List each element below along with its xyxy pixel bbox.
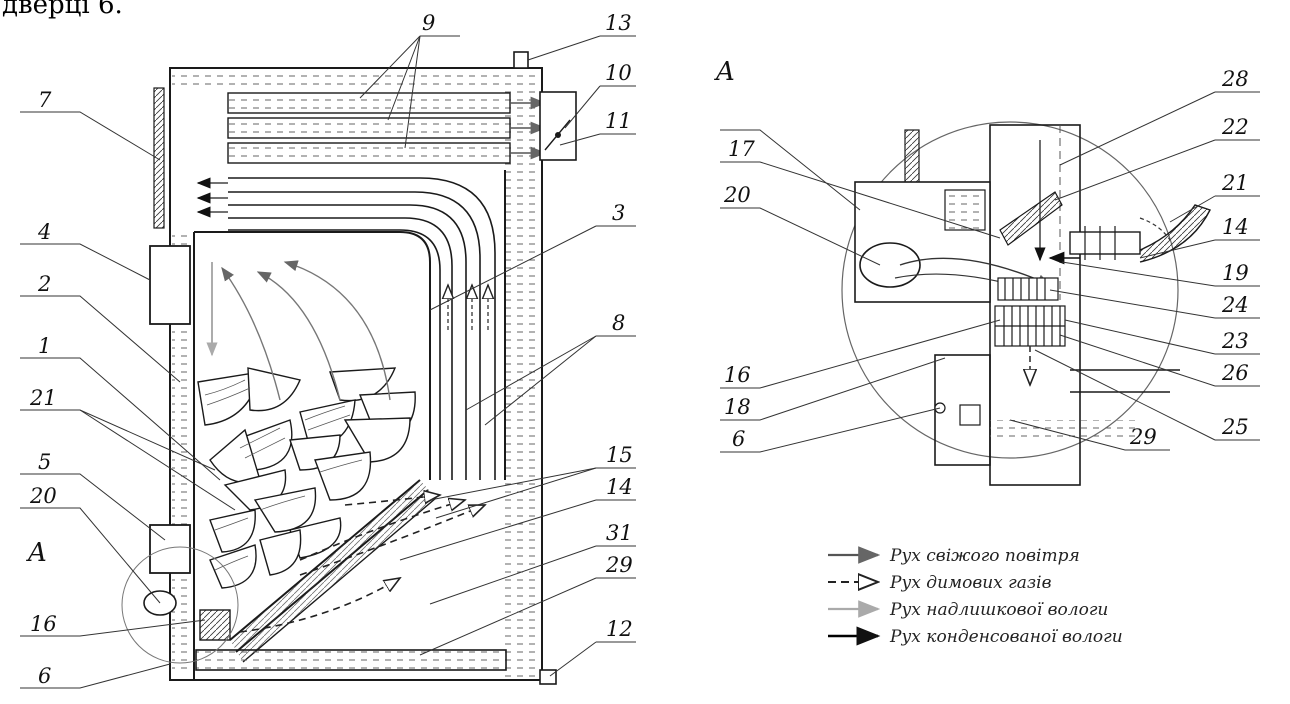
bent-flue-tubes	[196, 177, 496, 480]
front-panel-7	[153, 87, 165, 229]
detail-callout-23: 23	[1221, 329, 1249, 353]
callout-11: 11	[605, 109, 632, 133]
condensate-tray-29	[195, 649, 507, 671]
callout-3: 3	[612, 201, 625, 225]
main-section-view: A	[26, 51, 577, 685]
legend-item-smoke-gases: Рух димових газів	[828, 573, 1052, 593]
legend-item-condensed-moisture: Рух конденсованої вологи	[828, 626, 1123, 647]
main-leader-lines	[20, 35, 636, 689]
inlet-nozzle-12	[539, 669, 557, 685]
callout-29: 29	[605, 553, 633, 577]
callout-4: 4	[37, 220, 51, 244]
legend-label-excess-moisture: Рух надлишкової вологи	[889, 600, 1108, 620]
detail-callout-6: 6	[732, 427, 745, 451]
legend-item-excess-moisture: Рух надлишкової вологи	[828, 600, 1108, 620]
legend-label-condensed-moisture: Рух конденсованої вологи	[889, 627, 1123, 647]
detail-callout-21: 21	[1221, 171, 1249, 195]
callout-20: 20	[29, 484, 57, 508]
legend-item-fresh-air: Рух свіжого повітря	[828, 546, 1080, 566]
detail-a-marker-circle	[121, 546, 239, 664]
legend-label-fresh-air: Рух свіжого повітря	[889, 546, 1080, 566]
callout-21: 21	[29, 386, 57, 410]
callout-15: 15	[606, 443, 633, 467]
callout-10: 10	[605, 61, 632, 85]
callout-12: 12	[606, 617, 633, 641]
detail-callout-28: 28	[1221, 67, 1249, 91]
callout-8: 8	[612, 311, 625, 335]
ash-door-5	[149, 524, 191, 574]
callout-5: 5	[38, 450, 51, 474]
callout-2: 2	[37, 272, 51, 296]
detail-callouts: 28 17 22 20 21 14 19 24 16 23 18 26 6 25…	[723, 67, 1249, 451]
header-text-fragment: дверці 6.	[2, 0, 123, 20]
detail-leader-lines	[720, 91, 1260, 453]
water-jacket-top	[172, 70, 540, 90]
detail-view-a: A	[714, 57, 1211, 486]
callout-9: 9	[422, 11, 435, 35]
callout-16: 16	[30, 612, 57, 636]
outlet-nozzle-13	[513, 51, 529, 69]
detail-a-marker-label: A	[26, 538, 47, 568]
callout-1: 1	[38, 334, 51, 358]
grate-16	[199, 609, 231, 641]
main-callouts: 9 13 7 10 11 4 3 2 8 1 21 15 5 14 20 31 …	[29, 11, 633, 688]
callout-13: 13	[605, 11, 632, 35]
detail-callout-25: 25	[1221, 415, 1249, 439]
detail-callout-14: 14	[1222, 215, 1249, 239]
detail-callout-16: 16	[724, 363, 751, 387]
loading-door-4	[149, 245, 191, 325]
detail-callout-26: 26	[1221, 361, 1249, 385]
callout-14: 14	[606, 475, 633, 499]
detail-callout-18: 18	[724, 395, 751, 419]
callout-31: 31	[606, 521, 633, 545]
firewood-logs	[197, 367, 416, 589]
legend-label-smoke-gases: Рух димових газів	[889, 573, 1052, 593]
detail-callout-17: 17	[728, 137, 755, 161]
inclined-chute	[229, 479, 437, 663]
detail-callout-29: 29	[1129, 425, 1157, 449]
callout-6: 6	[38, 664, 51, 688]
flue-gas-flow-arrows	[206, 260, 485, 633]
detail-callout-20: 20	[723, 183, 751, 207]
detail-callout-24: 24	[1221, 293, 1249, 317]
detail-grate	[994, 277, 1066, 347]
detail-callout-22: 22	[1221, 115, 1249, 139]
callout-7: 7	[38, 88, 52, 112]
legend: Рух свіжого повітря Рух димових газів Ру…	[828, 546, 1123, 647]
detail-view-circle	[841, 121, 1179, 459]
detail-view-title: A	[714, 57, 735, 87]
detail-callout-19: 19	[1222, 261, 1249, 285]
heat-exchanger-tubes-top	[227, 92, 547, 164]
log-rings	[204, 379, 363, 571]
